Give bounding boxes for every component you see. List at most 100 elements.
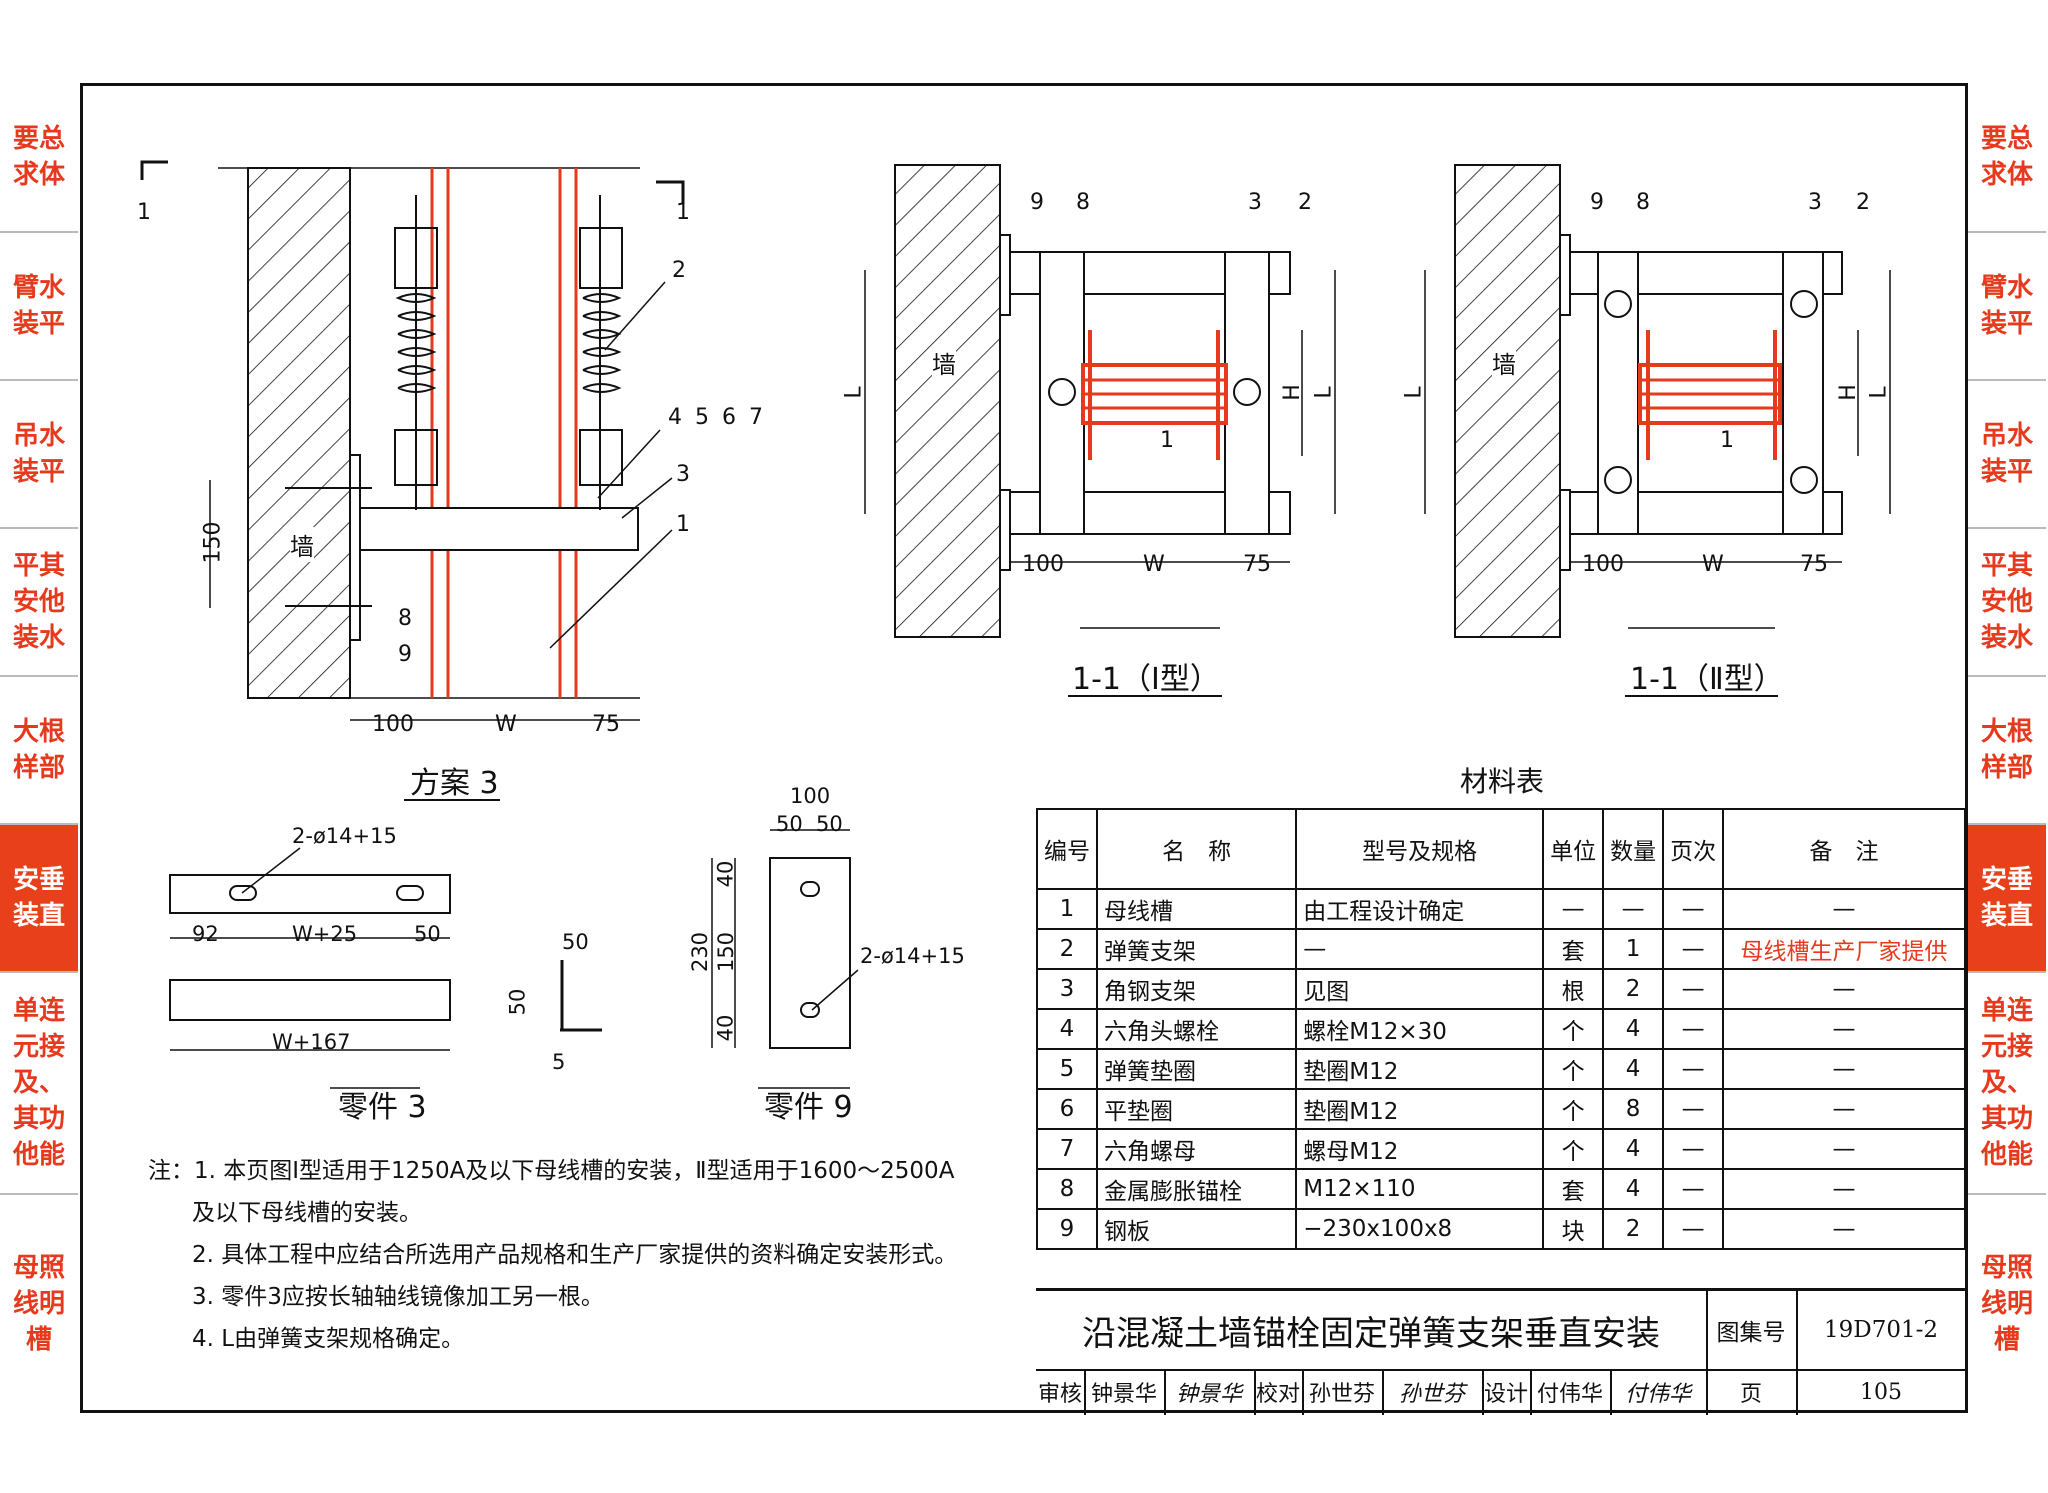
cell-remark: — bbox=[1722, 888, 1966, 930]
side-tab-lighting-busway[interactable]: 母照 线明 槽 bbox=[0, 1195, 78, 1413]
cell-qty: 4 bbox=[1602, 1048, 1665, 1090]
cell-page: — bbox=[1662, 1008, 1725, 1050]
cell-no: 8 bbox=[1036, 1168, 1098, 1210]
designer-name: 付伟华 bbox=[1530, 1369, 1612, 1415]
review-label: 审核 bbox=[1036, 1369, 1086, 1415]
cell-spec: — bbox=[1295, 928, 1545, 970]
dim-bottom: 40 bbox=[713, 1014, 738, 1042]
side-tab-label: 母照 线明 槽 bbox=[1980, 1253, 2033, 1355]
section-II-caption: 1-1（Ⅱ型） bbox=[1630, 662, 1784, 697]
cell-unit: 个 bbox=[1542, 1088, 1605, 1130]
cell-unit: 个 bbox=[1542, 1128, 1605, 1170]
side-tab-lighting-busway[interactable]: 母照 线明 槽 bbox=[1968, 1195, 2046, 1413]
drawing-frame bbox=[80, 83, 1968, 1413]
callout-8: 8 bbox=[398, 606, 412, 631]
callout-2: 2 bbox=[1856, 190, 1870, 215]
callout-8: 8 bbox=[1636, 190, 1650, 215]
callout-2: 2 bbox=[1298, 190, 1312, 215]
cell-spec: M12×110 bbox=[1295, 1168, 1545, 1210]
side-tab-arm-horizontal[interactable]: 臂水 装平 bbox=[0, 233, 78, 381]
side-tab-arm-horizontal[interactable]: 臂水 装平 bbox=[1968, 233, 2046, 381]
note-line: 3. 零件3应按长轴轴线镜像加工另一根。 bbox=[192, 1284, 604, 1310]
dim-L: L bbox=[1866, 386, 1892, 399]
part3-top-view bbox=[169, 874, 451, 914]
section-mark-label: 1 bbox=[676, 200, 690, 225]
leader-line bbox=[604, 281, 666, 351]
bolt bbox=[1233, 378, 1261, 406]
atlas-label: 图集号 bbox=[1706, 1291, 1798, 1371]
note-line: 4. L由弹簧支架规格确定。 bbox=[192, 1326, 465, 1352]
cell-no: 5 bbox=[1036, 1048, 1098, 1090]
cell-name: 金属膨胀锚栓 bbox=[1095, 1168, 1298, 1210]
cell-no: 7 bbox=[1036, 1128, 1098, 1170]
side-tab-label: 臂水 装平 bbox=[12, 273, 65, 339]
dim-150: 150 bbox=[200, 521, 226, 564]
side-tab-general[interactable]: 要总 求体 bbox=[1968, 83, 2046, 233]
dim-H: H bbox=[1835, 384, 1861, 401]
designer-signature: 付伟华 bbox=[1610, 1369, 1708, 1415]
side-tab-other-horizontal[interactable]: 平其 安他 装水 bbox=[0, 529, 78, 677]
cell-spec: 垫圈M12 bbox=[1295, 1048, 1545, 1090]
note-line: 2. 具体工程中应结合所选用产品规格和生产厂家提供的资料确定安装形式。 bbox=[192, 1242, 958, 1268]
cell-page: — bbox=[1662, 1168, 1725, 1210]
callout-3: 3 bbox=[1808, 190, 1822, 215]
col-header: 编号 bbox=[1036, 808, 1098, 890]
hole-note: 2-ø14+15 bbox=[292, 824, 397, 848]
side-tab-vertical-install[interactable]: 安垂 装直 bbox=[1968, 825, 2046, 973]
col-header: 数量 bbox=[1602, 808, 1665, 890]
checker-signature: 孙世芬 bbox=[1382, 1369, 1484, 1415]
cell-remark: — bbox=[1722, 1128, 1966, 1170]
spring-left bbox=[394, 195, 438, 510]
steel-plate bbox=[349, 454, 361, 641]
atlas-number: 19D701-2 bbox=[1796, 1291, 1966, 1371]
side-tab-units-connections[interactable]: 单连 元接 及、 其功 他能 bbox=[1968, 973, 2046, 1195]
steel-plate bbox=[1559, 234, 1571, 316]
side-tab-hang-horizontal[interactable]: 吊水 装平 bbox=[1968, 381, 2046, 529]
side-tab-large-samples[interactable]: 大根 样部 bbox=[1968, 677, 2046, 825]
callout-9: 9 bbox=[1590, 190, 1604, 215]
col-header: 型号及规格 bbox=[1295, 808, 1545, 890]
side-tab-hang-horizontal[interactable]: 吊水 装平 bbox=[0, 381, 78, 529]
side-tab-large-samples[interactable]: 大根 样部 bbox=[0, 677, 78, 825]
callout-9: 9 bbox=[1030, 190, 1044, 215]
cell-name: 母线槽 bbox=[1095, 888, 1298, 930]
cell-name: 钢板 bbox=[1095, 1208, 1298, 1250]
cell-qty: 4 bbox=[1602, 1128, 1665, 1170]
steel-plate bbox=[999, 234, 1011, 316]
side-tab-units-connections[interactable]: 单连 元接 及、 其功 他能 bbox=[0, 973, 78, 1195]
dim-100: 100 bbox=[1582, 552, 1624, 577]
col-header: 页次 bbox=[1662, 808, 1725, 890]
side-tab-label: 臂水 装平 bbox=[1980, 273, 2033, 339]
callout-2: 2 bbox=[672, 258, 686, 283]
part9-drawing bbox=[711, 829, 859, 1089]
steel-plate bbox=[1559, 489, 1571, 571]
right-side-tabs: 要总 求体 臂水 装平 吊水 装平 平其 安他 装水 大根 样部 安垂 装直 单… bbox=[1968, 83, 2048, 1413]
drawing-title: 沿混凝土墙锚栓固定弹簧支架垂直安装 bbox=[1036, 1291, 1708, 1371]
leader-line bbox=[549, 529, 673, 649]
cell-no: 9 bbox=[1036, 1208, 1098, 1250]
dim-W25: W+25 bbox=[292, 922, 358, 946]
cell-page: — bbox=[1662, 968, 1725, 1010]
side-tab-general[interactable]: 要总 求体 bbox=[0, 83, 78, 233]
dim-L: L bbox=[1311, 386, 1337, 399]
callout-4567: 4 5 6 7 bbox=[668, 405, 763, 430]
section-mark-label: 1 bbox=[137, 200, 151, 225]
scheme3-drawing bbox=[140, 160, 685, 721]
callout-8: 8 bbox=[1076, 190, 1090, 215]
bolt bbox=[1790, 290, 1818, 318]
side-tab-label: 单连 元接 及、 其功 他能 bbox=[1980, 996, 2033, 1170]
side-tab-label: 安垂 装直 bbox=[12, 865, 65, 931]
side-tab-vertical-install[interactable]: 安垂 装直 bbox=[0, 825, 78, 973]
side-tab-other-horizontal[interactable]: 平其 安他 装水 bbox=[1968, 529, 2046, 677]
dim-angle-w: 50 bbox=[562, 930, 589, 954]
section-I-caption: 1-1（Ⅰ型） bbox=[1072, 662, 1220, 697]
cell-no: 6 bbox=[1036, 1088, 1098, 1130]
section-II-drawing bbox=[1424, 164, 1891, 638]
cell-remark: — bbox=[1722, 1088, 1966, 1130]
